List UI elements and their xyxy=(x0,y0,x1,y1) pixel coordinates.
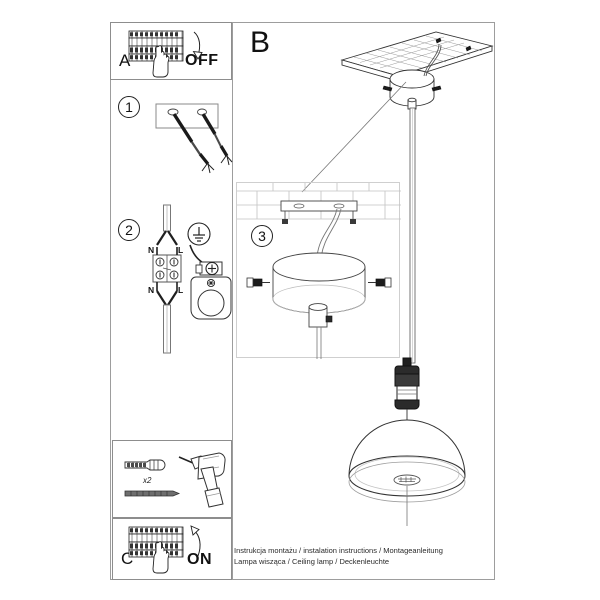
ceiling-bracket-canopy-icon xyxy=(237,183,401,359)
detail-leader-line xyxy=(300,80,410,195)
caption-line-1: Instrukcja montażu / instalation instruc… xyxy=(234,546,443,555)
step-2-number: 2 xyxy=(118,219,140,241)
wall-plug-anchor-icon xyxy=(123,457,179,473)
step-2-panel: 2 xyxy=(112,204,232,355)
ceiling-canopy-assembly xyxy=(340,26,500,126)
terminal-label-bottom-left: N xyxy=(148,285,155,295)
step-1-number: 1 xyxy=(118,96,140,118)
panel-power-on: C ON xyxy=(112,518,232,580)
panel-b-letter: B xyxy=(250,26,271,59)
caption-line-2: Lampa wisząca / Ceiling lamp / Deckenleu… xyxy=(234,556,390,566)
pendant-lamp-assembly xyxy=(340,357,480,528)
terminal-label-top-left: N xyxy=(148,245,155,255)
sheet-outer-frame xyxy=(110,22,495,580)
power-drill-icon xyxy=(175,447,233,513)
terminal-block-wiring-icon xyxy=(142,204,202,355)
junction-box-wires-icon xyxy=(152,90,233,176)
caption-block: Instrukcja montażu / instalation instruc… xyxy=(234,546,443,567)
terminal-label-top-right: L xyxy=(178,245,184,255)
panel-c-state-label: ON xyxy=(187,551,212,568)
earth-ground-icon xyxy=(184,219,218,253)
anchor-count-label: x2 xyxy=(143,476,152,485)
panel-tools: x2 xyxy=(112,440,232,518)
step-1-panel: 1 xyxy=(112,82,233,182)
e27-lamp-holder-icon xyxy=(188,244,236,329)
screw-icon xyxy=(123,489,181,498)
suspension-cable xyxy=(405,107,421,364)
terminal-label-bottom-right: L xyxy=(178,285,184,295)
panel-a-letter: A xyxy=(119,51,131,70)
step-3-number: 3 xyxy=(251,225,273,247)
circuit-breaker-hand-on-icon xyxy=(123,523,231,579)
panel-power-off: A OFF xyxy=(110,22,232,80)
panel-a-state-label: OFF xyxy=(185,52,219,69)
step-3-panel: 3 xyxy=(236,182,401,359)
circuit-breaker-hand-off-icon xyxy=(123,27,228,81)
column-divider xyxy=(232,22,233,580)
